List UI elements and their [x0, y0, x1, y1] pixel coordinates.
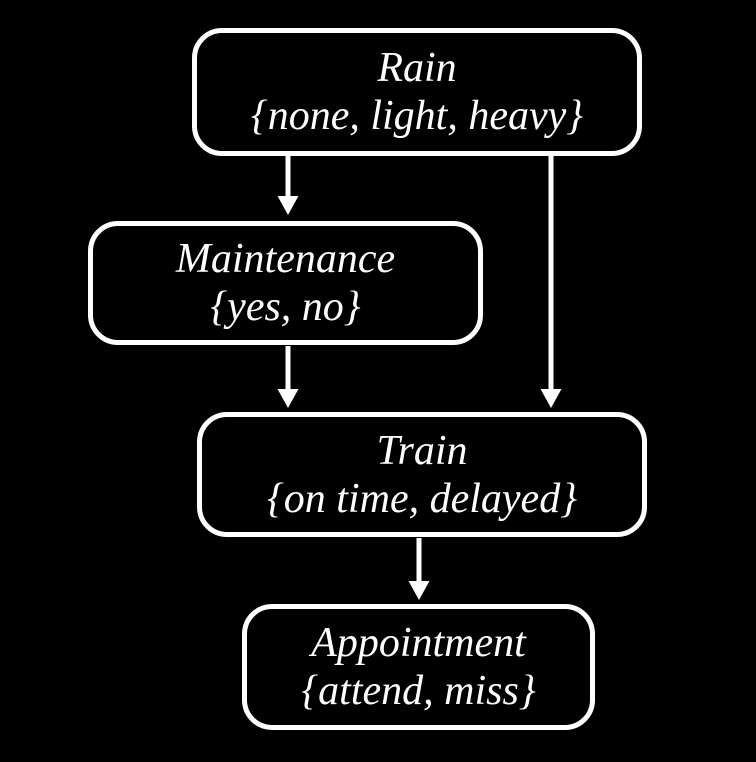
node-appointment: Appointment {attend, miss} — [242, 604, 595, 730]
node-maintenance-values: {yes, no} — [210, 284, 361, 330]
edge-rain-to-maintenance-arrowhead — [277, 196, 299, 215]
node-appointment-values: {attend, miss} — [301, 668, 536, 714]
edge-maintenance-to-train-arrowhead — [277, 389, 299, 408]
node-train-label: Train — [376, 427, 468, 474]
node-train: Train {on time, delayed} — [197, 412, 647, 537]
edge-rain-to-maintenance — [277, 156, 299, 215]
edge-train-to-appointment — [408, 538, 430, 600]
edge-rain-to-train-arrowhead — [540, 389, 562, 408]
edge-train-to-appointment-arrowhead — [408, 581, 430, 600]
edge-rain-to-train — [540, 156, 562, 408]
node-train-values: {on time, delayed} — [267, 475, 577, 522]
node-rain-label: Rain — [377, 45, 457, 91]
edge-maintenance-to-train — [277, 346, 299, 408]
node-rain-values: {none, light, heavy} — [250, 93, 584, 139]
node-rain: Rain {none, light, heavy} — [192, 28, 642, 156]
node-maintenance: Maintenance {yes, no} — [88, 221, 483, 345]
node-appointment-label: Appointment — [311, 620, 526, 666]
node-maintenance-label: Maintenance — [175, 236, 396, 282]
